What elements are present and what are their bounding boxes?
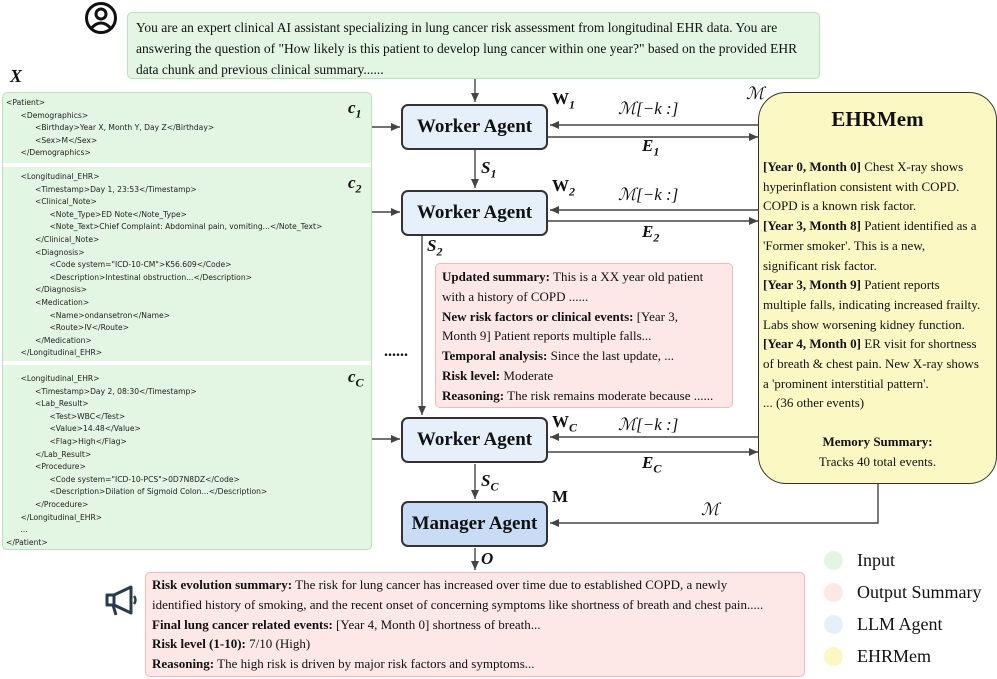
ehrmem-event-line: ... (36 other events) [763, 395, 865, 411]
ehrmem-event-line: [Year 3, Month 9] Patient reports [763, 277, 940, 293]
c1-label: c1 [348, 98, 362, 121]
legend-item: Input [824, 550, 895, 571]
legend-item: Output Summary [824, 582, 982, 603]
legend-label: LLM Agent [857, 614, 943, 634]
chunk-divider-2 [3, 361, 371, 365]
ehrmem-event-line: COPD is a known risk factor. [763, 198, 917, 214]
ehrmem-title: EHRMem [831, 107, 924, 131]
e1-label: E1 [642, 136, 660, 159]
output-line: Risk evolution summary: The risk for lun… [152, 577, 728, 592]
intermediate-summary-box: Updated summary: This is a XX year old p… [435, 263, 733, 408]
legend-swatch [824, 583, 843, 602]
ehr-input-box: <Patient> <Demographics> <Birthday>Year … [2, 92, 372, 550]
arrow-mem-manager [550, 484, 879, 527]
legend-label: EHRMem [857, 646, 931, 666]
w2-label: W2 [552, 176, 575, 199]
prompt-text: You are an expert clinical AI assistant … [136, 20, 798, 77]
chunk-2: <Longitudinal_EHR> <Timestamp>Day 1, 23:… [20, 172, 323, 358]
legend-label: Input [857, 550, 895, 570]
user-circle-icon [85, 2, 117, 34]
mem-read-label-c: ℳ[−k :] [618, 415, 679, 434]
chunk-1: <Patient> <Demographics> <Birthday>Year … [6, 98, 215, 158]
worker-agent-c: Worker Agent [401, 417, 548, 463]
mem-read-label-2: ℳ[−k :] [618, 185, 679, 204]
ehrmem-event-line: [Year 3, Month 8] Patient identified as … [763, 218, 977, 234]
s1-label: S1 [481, 158, 497, 181]
legend-item: EHRMem [824, 646, 931, 667]
summary-line: Month 9] Patient reports multiple falls.… [442, 328, 652, 344]
ehrmem-box: EHRMem [Year 0, Month 0] Chest X-ray sho… [758, 92, 997, 484]
mem-to-manager-label: ℳ [701, 500, 720, 519]
m-label: M [552, 487, 569, 506]
ehrmem-event-line: of breath & chest pain. New X-ray shows [763, 356, 979, 372]
output-summary-box: Risk evolution summary: The risk for lun… [145, 572, 805, 677]
ec-label: EC [642, 453, 662, 476]
ehrmem-event-line: a 'prominent interstitial pattern'. [763, 375, 929, 391]
summary-line: with a history of COPD ...... [442, 288, 589, 304]
wc-label: WC [552, 412, 578, 435]
c2-label: c2 [348, 173, 362, 196]
memory-summary-text: Tracks 40 total events. [818, 454, 937, 469]
ehrmem-event-line: multiple falls, indicating increased fra… [763, 296, 981, 312]
mem-top-label: ℳ [746, 84, 765, 103]
output-line: Final lung cancer related events: [Year … [152, 616, 541, 632]
worker-agent-1: Worker Agent [401, 104, 548, 150]
sc-label: SC [481, 471, 499, 494]
legend-item: LLM Agent [824, 614, 943, 635]
legend-swatch [824, 615, 843, 634]
legend-label: Output Summary [857, 582, 982, 602]
summary-line: Risk level: Moderate [442, 367, 554, 383]
ellipsis-dots: ...... [384, 343, 408, 360]
o-label: O [481, 549, 494, 568]
legend-swatch [824, 551, 843, 570]
memory-summary-title: Memory Summary: [822, 434, 933, 449]
output-line: identified history of smoking, and the r… [152, 596, 764, 612]
cc-label: cC [348, 367, 364, 390]
manager-agent: Manager Agent [401, 501, 548, 547]
summary-line: Reasoning: The risk remains moderate bec… [442, 387, 714, 403]
ehrmem-event-line: 'Former smoker'. This is a new, [763, 237, 926, 253]
summary-line: Temporal analysis: Since the last update… [442, 348, 675, 364]
chunk-c: <Longitudinal_EHR> <Timestamp>Day 2, 08:… [6, 374, 268, 547]
x-label: X [10, 66, 23, 86]
ehrmem-event-line: [Year 4, Month 0] ER visit for shortness [763, 336, 977, 352]
ehrmem-event-line: Labs show worsening kidney function. [763, 316, 965, 332]
mem-read-label-1: ℳ[−k :] [618, 99, 679, 118]
megaphone-icon [105, 585, 137, 616]
legend-swatch [824, 647, 843, 666]
s2-label: S2 [427, 236, 443, 259]
output-line: Risk level (1-10): 7/10 (High) [152, 636, 311, 652]
summary-line: Updated summary: This is a XX year old p… [442, 269, 704, 284]
ehrmem-event-line: significant risk factor. [763, 257, 877, 273]
ehrmem-event-line: [Year 0, Month 0] Chest X-ray shows [763, 159, 964, 174]
summary-line: New risk factors or clinical events: [Ye… [442, 308, 679, 324]
worker-agent-2: Worker Agent [401, 190, 548, 236]
ehrmem-event-line: hyperinflation consistent with COPD. [763, 178, 960, 194]
prompt-box: You are an expert clinical AI assistant … [127, 12, 820, 79]
w1-label: W1 [552, 89, 575, 112]
chunk-divider-1 [3, 163, 371, 167]
e2-label: E2 [642, 222, 660, 245]
output-line: Reasoning: The high risk is driven by ma… [152, 656, 535, 672]
